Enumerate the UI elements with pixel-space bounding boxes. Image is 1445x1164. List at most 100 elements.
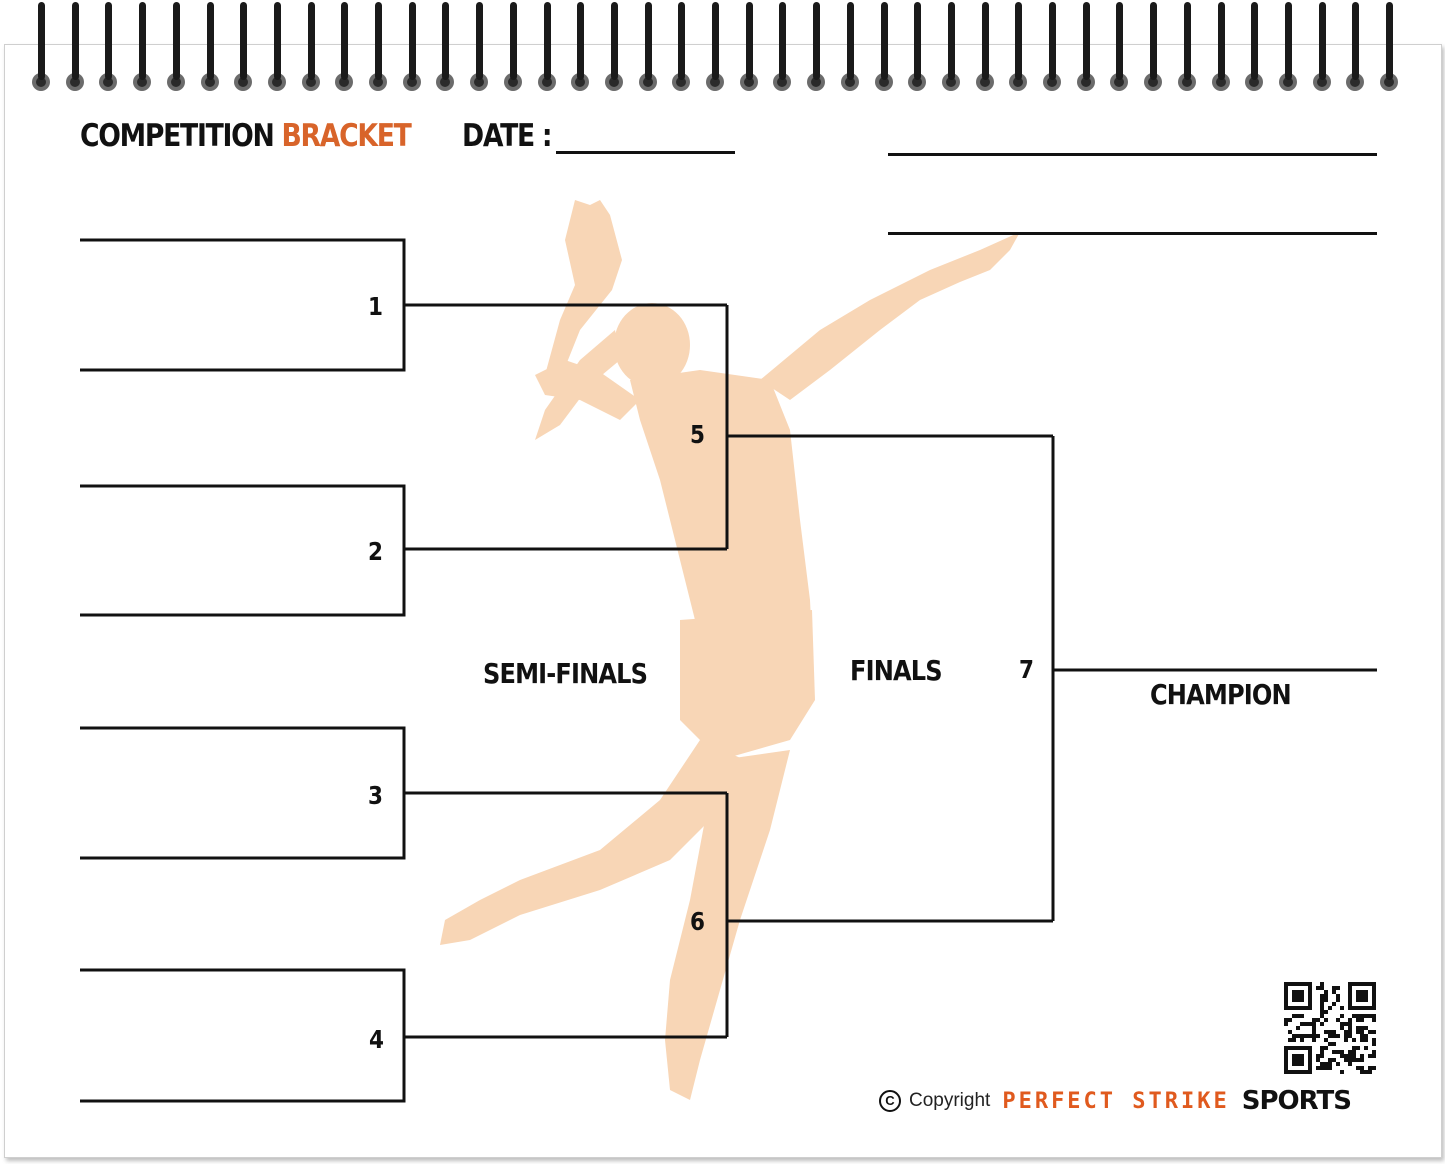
binding-hole <box>335 73 353 91</box>
binding-ring <box>476 2 483 80</box>
binding-hole <box>504 73 522 91</box>
match-number-7: 7 <box>1019 655 1034 684</box>
binding-hole <box>66 73 84 91</box>
binding-hole <box>1043 73 1061 91</box>
binding-hole <box>1380 73 1398 91</box>
qr-code-icon <box>1284 982 1376 1074</box>
page-title: COMPETITION BRACKET <box>80 118 412 154</box>
binding-hole <box>942 73 960 91</box>
binding-hole <box>1009 73 1027 91</box>
binding-hole <box>807 73 825 91</box>
match-number-1: 1 <box>368 292 383 321</box>
binding-ring <box>577 2 584 80</box>
binding-ring <box>173 2 180 80</box>
match-2-bracket <box>80 484 406 617</box>
match-number-6: 6 <box>690 907 705 936</box>
match-number-3: 3 <box>368 781 383 810</box>
copyright-icon: C <box>879 1090 901 1112</box>
binding-ring <box>1049 2 1056 80</box>
binding-hole <box>706 73 724 91</box>
binding-hole <box>605 73 623 91</box>
binding-hole <box>571 73 589 91</box>
date-label: DATE : <box>462 118 553 154</box>
binding-ring <box>1251 2 1258 80</box>
binding-ring <box>1386 2 1393 80</box>
binding-ring <box>847 2 854 80</box>
binding-ring <box>544 2 551 80</box>
binding-hole <box>1245 73 1263 91</box>
binding-ring <box>914 2 921 80</box>
binding-ring <box>38 2 45 80</box>
binding-hole <box>875 73 893 91</box>
binding-ring <box>982 2 989 80</box>
binding-ring <box>678 2 685 80</box>
spiral-binding <box>0 0 1445 100</box>
binding-hole <box>369 73 387 91</box>
binding-ring <box>442 2 449 80</box>
binding-hole <box>201 73 219 91</box>
brand-name: PERFECT STRIKE <box>1002 1088 1230 1114</box>
binding-hole <box>268 73 286 91</box>
binding-ring <box>1319 2 1326 80</box>
binding-hole <box>1279 73 1297 91</box>
binding-hole <box>1077 73 1095 91</box>
binding-hole <box>1144 73 1162 91</box>
top-write-line-1[interactable] <box>888 153 1377 156</box>
date-field[interactable] <box>556 151 735 154</box>
binding-hole <box>639 73 657 91</box>
match-3-bracket <box>80 726 406 860</box>
binding-ring <box>1116 2 1123 80</box>
match-number-4: 4 <box>369 1025 384 1054</box>
binding-ring <box>274 2 281 80</box>
binding-ring <box>881 2 888 80</box>
binding-hole <box>1313 73 1331 91</box>
binding-ring <box>1285 2 1292 80</box>
binding-ring <box>341 2 348 80</box>
binding-ring <box>1184 2 1191 80</box>
top-write-line-2[interactable] <box>888 232 1377 235</box>
binding-hole <box>167 73 185 91</box>
binding-ring <box>1218 2 1225 80</box>
binding-ring <box>1352 2 1359 80</box>
binding-hole <box>976 73 994 91</box>
binding-ring <box>72 2 79 80</box>
title-bracket: BRACKET <box>281 118 412 154</box>
binding-hole <box>1346 73 1364 91</box>
binding-hole <box>436 73 454 91</box>
binding-hole <box>403 73 421 91</box>
binding-ring <box>645 2 652 80</box>
round-label-semi-finals: SEMI-FINALS <box>483 657 648 690</box>
binding-ring <box>712 2 719 80</box>
round-label-finals: FINALS <box>850 654 943 687</box>
binding-hole <box>302 73 320 91</box>
binding-hole <box>32 73 50 91</box>
binding-ring <box>948 2 955 80</box>
copyright-text: Copyright <box>909 1090 991 1111</box>
binding-hole <box>841 73 859 91</box>
binding-ring <box>139 2 146 80</box>
binding-hole <box>1178 73 1196 91</box>
binding-ring <box>1015 2 1022 80</box>
binding-hole <box>234 73 252 91</box>
binding-ring <box>105 2 112 80</box>
binding-hole <box>470 73 488 91</box>
binding-ring <box>207 2 214 80</box>
binding-ring <box>1150 2 1157 80</box>
binding-hole <box>99 73 117 91</box>
binding-ring <box>308 2 315 80</box>
binding-ring <box>1083 2 1090 80</box>
binding-ring <box>779 2 786 80</box>
round-label-champion: CHAMPION <box>1150 678 1292 711</box>
match-1-bracket <box>80 238 406 372</box>
binding-ring <box>409 2 416 80</box>
binding-hole <box>1212 73 1230 91</box>
title-competition: COMPETITION <box>80 118 275 154</box>
binding-hole <box>773 73 791 91</box>
binding-hole <box>672 73 690 91</box>
binding-ring <box>375 2 382 80</box>
match-number-2: 2 <box>368 537 383 566</box>
match-number-5: 5 <box>690 420 705 449</box>
match-4-bracket <box>80 968 406 1103</box>
binding-hole <box>740 73 758 91</box>
